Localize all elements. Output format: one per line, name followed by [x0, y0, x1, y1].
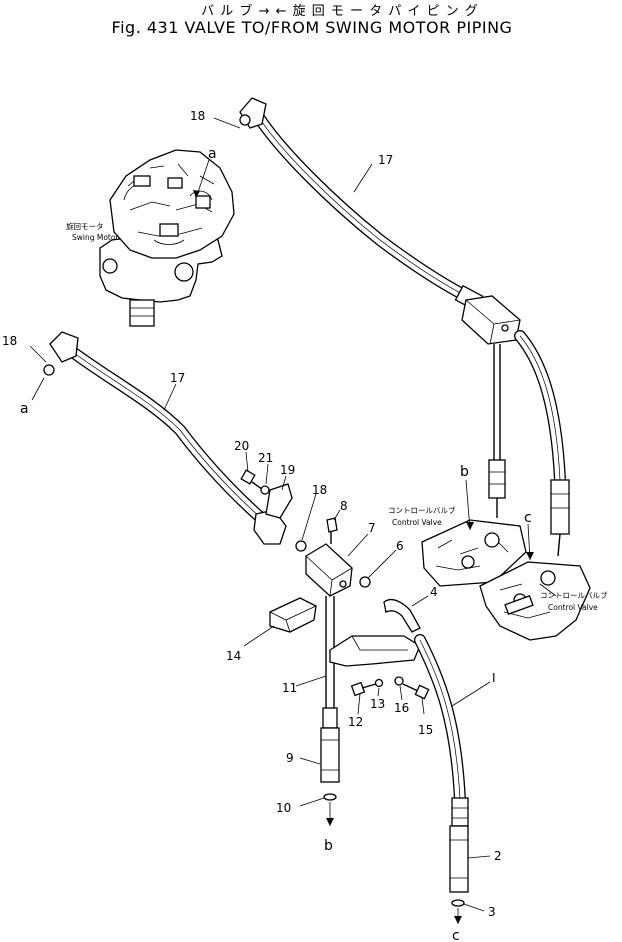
part-number-17-left: 17: [170, 371, 185, 385]
part-number-19: 19: [280, 463, 295, 477]
control-valve-label-2: Control Valve: [548, 603, 598, 612]
part-number-20: 20: [234, 439, 249, 453]
part-number-2: 2: [494, 849, 502, 863]
bracket-14: [269, 597, 317, 633]
connection-arrows: [31, 159, 534, 924]
washer-16: [394, 676, 404, 686]
control-valve-label-jp-1: コントロールバルブ: [388, 505, 456, 515]
part-number-3: 3: [488, 905, 496, 919]
swing-motor: [99, 149, 235, 327]
washer-21: [260, 485, 270, 495]
control-valve-label-1: Control Valve: [392, 518, 442, 527]
figure-title: Fig. 431 VALVE TO/FROM SWING MOTOR PIPIN…: [112, 18, 513, 37]
connection-letter-c-bottom: c: [452, 928, 460, 942]
hose-17-lower: [43, 331, 287, 545]
part-number-16: 16: [394, 701, 409, 715]
part-number-9: 9: [286, 751, 294, 765]
bolt-12: [350, 681, 377, 697]
valve-block-upper: [461, 295, 521, 345]
hose-1: [414, 634, 469, 827]
washer-13: [374, 678, 384, 688]
o-ring-6: [359, 576, 371, 588]
adapter-2: [449, 825, 469, 893]
swing-motor-label-jp: 旋回モータ: [66, 221, 104, 231]
leader-lines: [29, 117, 491, 912]
connection-letter-c-valve: c: [524, 510, 532, 526]
swing-motor-label: Swing Motor: [72, 233, 119, 242]
clamp-19: [265, 483, 293, 519]
part-number-6: 6: [396, 539, 404, 553]
part-number-10: 10: [276, 801, 291, 815]
part-number-17-top: 17: [378, 153, 393, 167]
elbow-4: [383, 598, 421, 633]
adapter-9: [320, 727, 340, 783]
connection-letter-b-bottom: b: [324, 838, 333, 854]
bolt-15: [402, 683, 430, 700]
part-number-4: 4: [430, 585, 438, 599]
part-number-7: 7: [368, 521, 376, 535]
part-number-18-mid: 18: [312, 483, 327, 497]
pipe-to-b-valve: [488, 344, 506, 518]
bolt-20: [240, 469, 267, 493]
part-number-11: 11: [282, 681, 297, 695]
part-number-21: 21: [258, 451, 273, 465]
part-number-12: 12: [348, 715, 363, 729]
part-number-1: I: [492, 671, 496, 685]
connection-letter-a-left: a: [20, 401, 29, 417]
control-valve: [421, 519, 591, 641]
hose-to-c-valve: [514, 330, 570, 557]
block-7: [305, 517, 353, 597]
part-number-13: 13: [370, 697, 385, 711]
part-number-14: 14: [226, 649, 241, 663]
part-number-18-left: 18: [2, 334, 17, 348]
connection-letter-b-valve: b: [460, 464, 469, 480]
part-number-8: 8: [340, 499, 348, 513]
o-ring-10: [323, 793, 337, 801]
plug-8: [326, 517, 338, 533]
o-ring-18-mid: [295, 540, 307, 552]
hose-17-upper: [239, 97, 484, 312]
connection-letter-a-motor: a: [208, 146, 217, 162]
mounting-bracket: [329, 635, 421, 667]
part-number-15: 15: [418, 723, 433, 737]
control-valve-label-jp-2: コントロールバルブ: [540, 590, 608, 600]
title-japanese: バ ル ブ → ← 旋 回 モ ー タ パ イ ピ ン グ: [201, 3, 479, 19]
o-ring-3: [451, 899, 465, 907]
part-number-18-top: 18: [190, 109, 205, 123]
